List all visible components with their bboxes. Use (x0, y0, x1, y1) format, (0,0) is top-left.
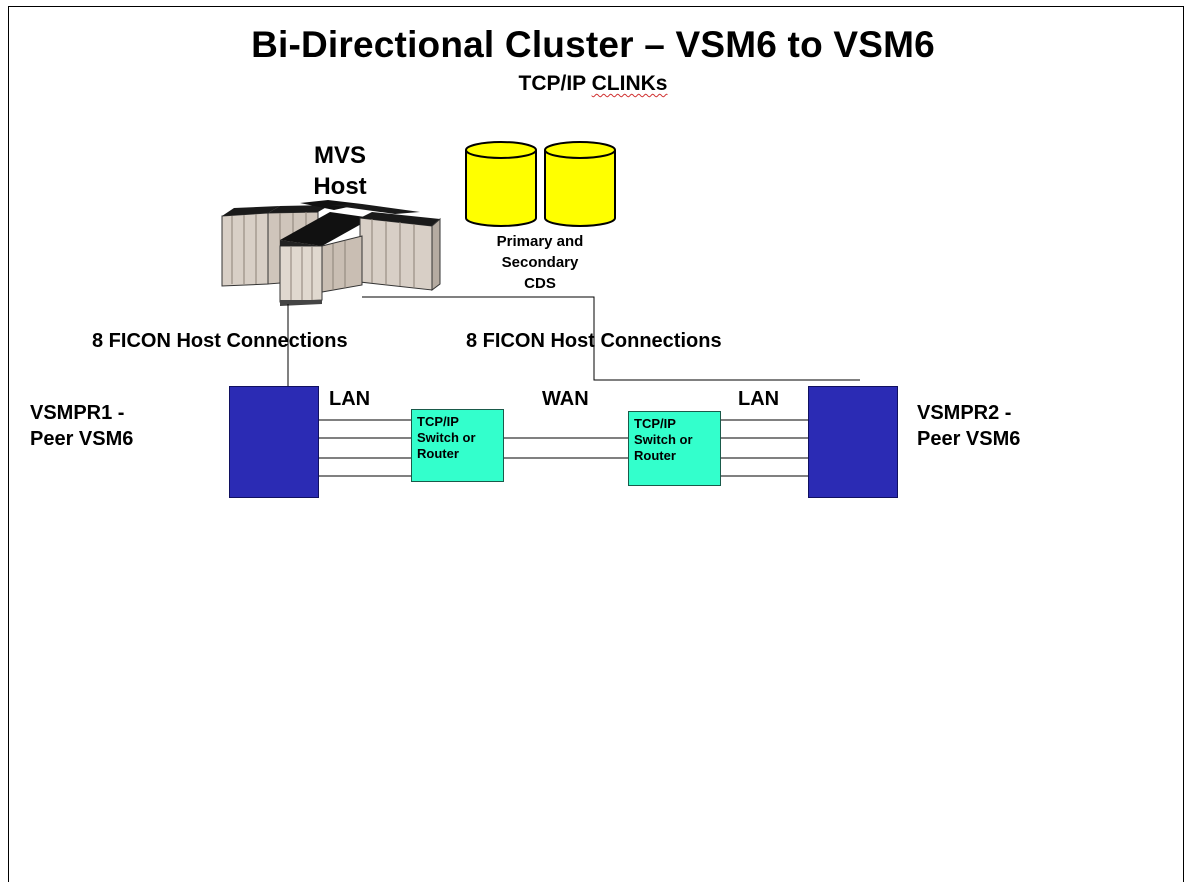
slide-frame (8, 6, 1184, 882)
ficon-connection-lines (287, 296, 860, 386)
mvs-host-label: MVS Host (270, 140, 410, 202)
ficon-connections-left-label: 8 FICON Host Connections (92, 330, 348, 352)
vsm2-label-line1: VSMPR2 - (917, 402, 1012, 424)
cds-label-line1: Primary and (496, 233, 584, 250)
page-subtitle: TCP/IP CLINKs (0, 72, 1186, 96)
cds-disk-icon (465, 141, 616, 227)
vsm1-label-line1: VSMPR1 - (30, 402, 125, 424)
vsm2-label: VSMPR2 - Peer VSM6 (917, 400, 1020, 452)
subtitle-prefix: TCP/IP (518, 72, 592, 95)
wan-label: WAN (542, 388, 589, 410)
cds-label-line3: CDS (524, 275, 556, 292)
lan-left-label: LAN (329, 388, 371, 410)
vsm1-label: VSMPR1 - Peer VSM6 (30, 400, 133, 452)
lan-lines-left (319, 419, 411, 477)
vsm2-label-line2: Peer VSM6 (917, 428, 1021, 450)
vsm2-node (808, 386, 898, 498)
mvs-host-icon (221, 200, 441, 306)
switch-router-left: TCP/IP Switch or Router (411, 409, 504, 482)
lan-lines-right (721, 419, 808, 477)
wan-lines (504, 437, 628, 459)
switch-router-right: TCP/IP Switch or Router (628, 411, 721, 486)
cds-label-line2: Secondary (501, 254, 579, 271)
ficon-connections-right-label: 8 FICON Host Connections (466, 330, 722, 352)
mvs-host-label-line2: Host (313, 173, 367, 200)
cds-label: Primary and Secondary CDS (460, 231, 620, 294)
vsm1-node (229, 386, 319, 498)
page-title: Bi-Directional Cluster – VSM6 to VSM6 (251, 24, 935, 65)
lan-right-label: LAN (738, 388, 780, 410)
subtitle-squiggled-word: CLINKs (591, 72, 668, 95)
vsm1-label-line2: Peer VSM6 (30, 428, 134, 450)
mvs-host-label-line1: MVS (313, 142, 366, 169)
